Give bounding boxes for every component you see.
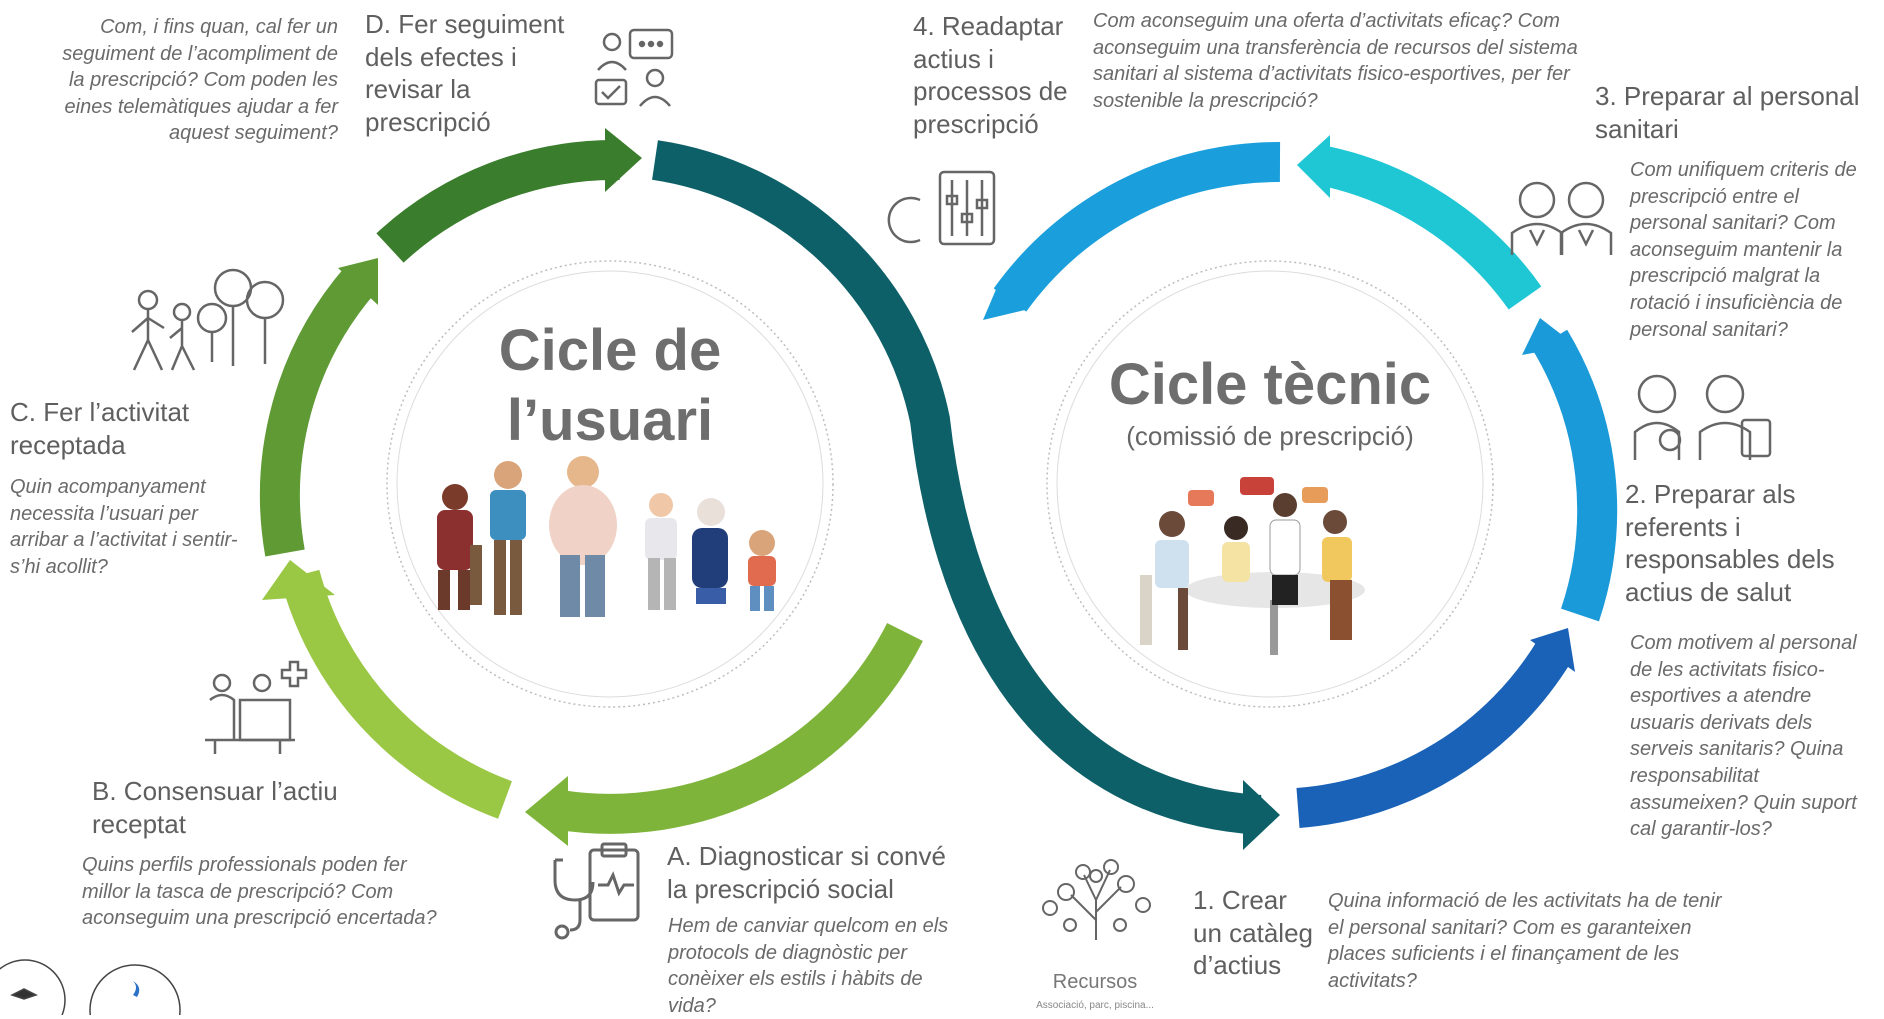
step-b-title: B. Consensuar l’actiu receptat <box>92 776 338 839</box>
users-illustration <box>437 456 776 617</box>
doctors-icon <box>1510 181 1613 255</box>
reception-desk-icon <box>205 660 308 754</box>
step-b-question: Quins perfils professionals poden fer mi… <box>82 854 437 930</box>
tech-cycle-inner-ring <box>1056 270 1484 698</box>
step-c-question: Quin acompanyament necessita l’usuari pe… <box>10 476 238 578</box>
arrow-1-head <box>1530 628 1575 672</box>
step-a-title: A. Diagnosticar si convé la prescripció … <box>667 841 946 904</box>
arrow-4 <box>993 141 1281 312</box>
arrow-4-head <box>983 280 1025 320</box>
arrow-d-head <box>605 128 642 192</box>
settings-sliders-icon <box>887 170 996 246</box>
figure-eight-head <box>1243 780 1280 850</box>
figure-eight-band <box>652 140 1262 835</box>
step-a-question: Hem de canviar quelcom en els protocols … <box>668 915 949 1017</box>
people-walking-trees-icon <box>131 268 285 371</box>
resources-tree-icon <box>1042 859 1151 940</box>
stethoscope-clipboard-icon <box>553 842 640 940</box>
user-cycle-title: Cicle de l’usuari <box>440 316 780 455</box>
step-4-title: 4. Readaptar actius i processos de presc… <box>913 11 1068 139</box>
step-c-title: C. Fer l’activitat receptada <box>10 397 190 460</box>
arrow-3 <box>1315 145 1542 310</box>
arrow-b-head <box>262 560 335 600</box>
arrow-d <box>376 139 621 263</box>
user-cycle-title-line1: Cicle de <box>498 318 722 383</box>
step-4-question: Com aconseguim una oferta d’activitats e… <box>1093 10 1578 112</box>
arrow-a-head <box>525 776 568 846</box>
arrow-c <box>259 266 376 557</box>
trainers-icon <box>1633 374 1772 460</box>
resources-label: Recursos <box>1052 971 1138 993</box>
meeting-illustration <box>1140 477 1365 655</box>
patients-consult-icon <box>594 28 674 107</box>
user-cycle-inner-ring <box>396 270 824 698</box>
step-1-title: 1. Crear un catàleg d’actius <box>1193 885 1313 980</box>
arrow-3-head <box>1297 135 1330 198</box>
arrow-1 <box>1296 639 1573 828</box>
step-3-question: Com unifiquem criteris de prescripció en… <box>1630 159 1857 341</box>
step-3-title: 3. Preparar al personal sanitari <box>1595 81 1860 144</box>
step-d-title: D. Fer seguiment dels efectes i revisar … <box>365 9 565 137</box>
step-1-question: Quina informació de les activitats ha de… <box>1328 890 1722 992</box>
tech-cycle-title: Cicle tècnic <box>1108 352 1432 417</box>
arrow-b <box>280 569 513 819</box>
arrow-a <box>556 622 923 834</box>
step-2-question: Com motivem al personal de les activitat… <box>1630 632 1857 841</box>
tech-cycle-subtitle: (comissió de prescripció) <box>1126 421 1414 451</box>
resources-sublabel: Associació, parc, piscina... <box>1036 1000 1154 1011</box>
arrow-2 <box>1532 329 1618 622</box>
tech-cycle-outer-ring <box>1046 260 1494 708</box>
step-2-title: 2. Preparar als referents i responsables… <box>1625 479 1835 607</box>
arrow-2-head <box>1522 318 1575 355</box>
user-cycle-title-line2: l’usuari <box>506 387 714 453</box>
step-d-question: Com, i fins quan, cal fer un seguiment d… <box>62 16 338 145</box>
logos <box>0 959 181 1015</box>
arrow-c-head <box>338 258 378 305</box>
user-cycle-outer-ring <box>386 260 834 708</box>
